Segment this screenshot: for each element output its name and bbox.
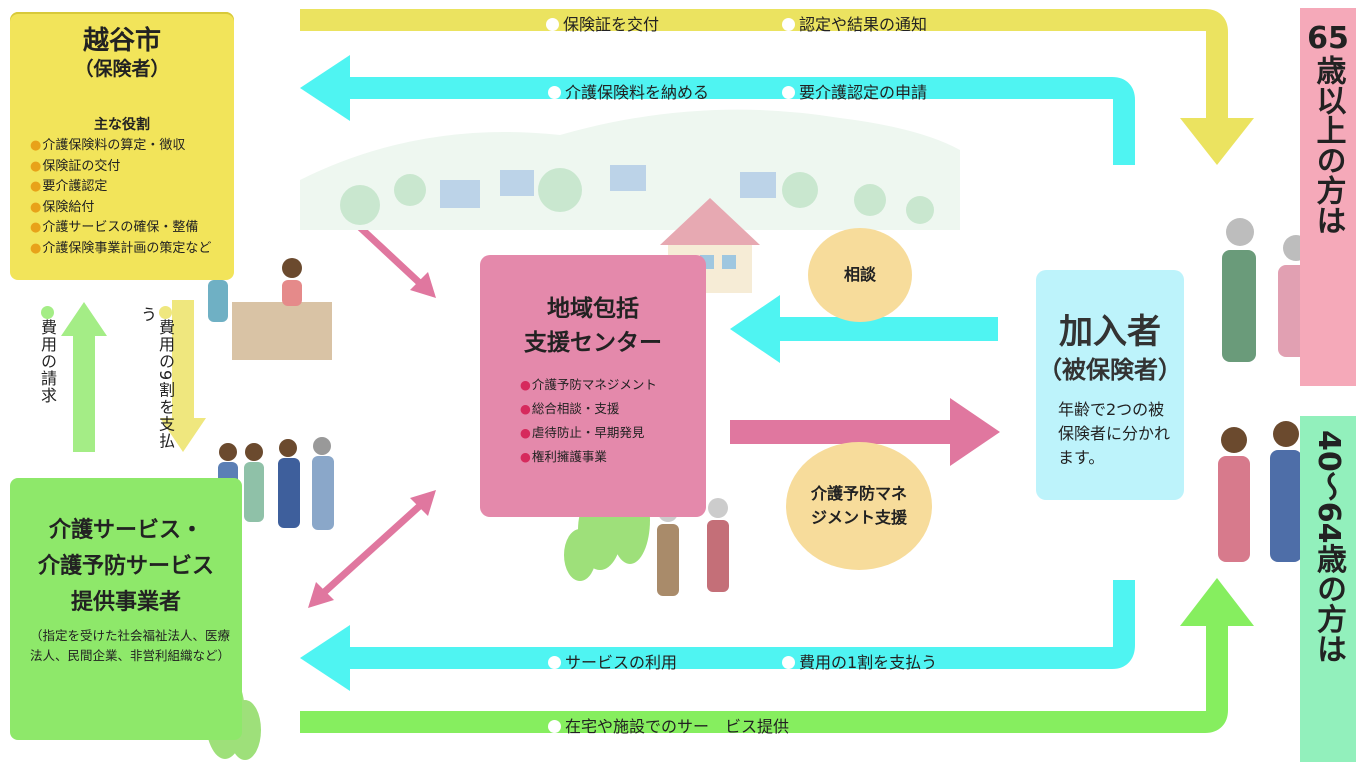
age-band-65-text: 65 歳以上の方は [1307,21,1349,235]
flow-label-pay-10pct: 費用の1割を支払う [782,649,937,673]
people-illustration [208,218,1310,596]
subscriber-desc: 年齢で2つの被保険者に分かれます。 [1058,400,1171,467]
consult-bubble: 相談 [808,228,912,322]
flow-text: 在宅や施設でのサー ビス提供 [565,717,790,736]
list-item: 介護保険事業計画の策定など [30,239,211,260]
list-item: 介護予防マネジメント [520,373,657,397]
flow-label-apply: 要介護認定の申請 [782,79,927,103]
list-item: 総合相談・支援 [520,397,657,421]
list-item: 保険給付 [30,198,211,219]
flow-label-provide-service: 在宅や施設でのサー ビス提供 [548,713,789,737]
flow-label-issue-card: 保険証を交付 [546,11,659,35]
flow-text: 費用の1割を支払う [799,653,938,672]
flow-label-pay-premium: 介護保険料を納める [548,79,709,103]
pink-double-arrow-lower [308,490,436,608]
subscriber-title: 加入者 [1059,312,1161,352]
cyan-arrow-top [300,55,1135,165]
consult-label: 相談 [843,265,876,284]
flow-text: 費用の請求 [38,319,57,404]
flow-text: 要介護認定の申請 [799,83,928,102]
roles-heading: 主な役割 [94,117,150,133]
city-insurer-box: 越谷市 （保険者） 主な役割 介護保険料の算定・徴収 保険証の交付 要介護認定 … [10,12,234,280]
city-role-label: （保険者） [74,58,170,80]
label-claim: 費用の請求 [38,306,57,456]
mgmt-support-label: 介護予防マネジメント支援 [810,484,907,527]
list-item: 要介護認定 [30,177,211,198]
age-band-older-label: 歳以上の方は [1310,55,1346,235]
subscriber-sub: （被保険者） [1038,356,1182,384]
mgmt-support-bubble: 介護予防マネジメント支援 [786,442,932,570]
list-item: 権利擁護事業 [520,445,657,469]
flow-text: 認定や結果の通知 [799,15,928,34]
label-pay-90pct: 費用の9割を支払う [138,306,175,456]
list-item: 虐待防止・早期発見 [520,421,657,445]
cyan-arrow-bottom [300,580,1135,691]
flow-label-use-service: サービスの利用 [548,649,677,673]
flow-label-notify: 認定や結果の通知 [782,11,927,35]
list-item: 介護保険料の算定・徴収 [30,136,211,157]
green-arrow-bottom [300,578,1254,733]
cyan-arrow-consult [730,295,998,363]
subscriber-box: 加入者 （被保険者） 年齢で2つの被保険者に分かれます。 [1036,270,1184,500]
center-services-list: 介護予防マネジメント 総合相談・支援 虐待防止・早期発見 権利擁護事業 [520,373,657,469]
age-band-younger-label: 40〜64歳の方は [1311,430,1346,664]
service-provider-box: 介護サービス・ 介護予防サービス 提供事業者 （指定を受けた社会福祉法人、医療法… [10,478,242,740]
center-title-line1: 地域包括 [547,296,639,322]
flow-text: 介護保険料を納める [565,83,710,102]
town-illustration [300,109,960,293]
list-item: 介護サービスの確保・整備 [30,218,211,239]
flow-text: サービスの利用 [565,653,678,672]
yellow-arrow-down [160,300,206,452]
provider-title-line3: 提供事業者 [70,590,181,615]
provider-note: （指定を受けた社会福祉法人、医療法人、民間企業、非営利組織など） [30,628,231,663]
provider-title-line1: 介護サービス・ [48,518,203,543]
green-arrow-up [61,302,107,452]
city-roles-list: 介護保険料の算定・徴収 保険証の交付 要介護認定 保険給付 介護サービスの確保・… [30,136,211,259]
city-name: 越谷市 [82,26,161,56]
center-title-line2: 支援センター [524,330,662,356]
flow-text: 保険証を交付 [563,15,660,34]
age-band-40-64: 40〜64歳の方は [1300,416,1356,762]
pink-arrow-mgmt [730,398,1000,466]
yellow-arrow-top [300,9,1254,165]
flow-text: 費用の9割を支払う [138,306,175,450]
list-item: 保険証の交付 [30,157,211,178]
age-band-65-plus: 65 歳以上の方は [1300,8,1356,386]
community-support-center-box: 地域包括 支援センター 介護予防マネジメント 総合相談・支援 虐待防止・早期発見… [480,255,706,517]
provider-title-line2: 介護予防サービス [37,554,214,579]
